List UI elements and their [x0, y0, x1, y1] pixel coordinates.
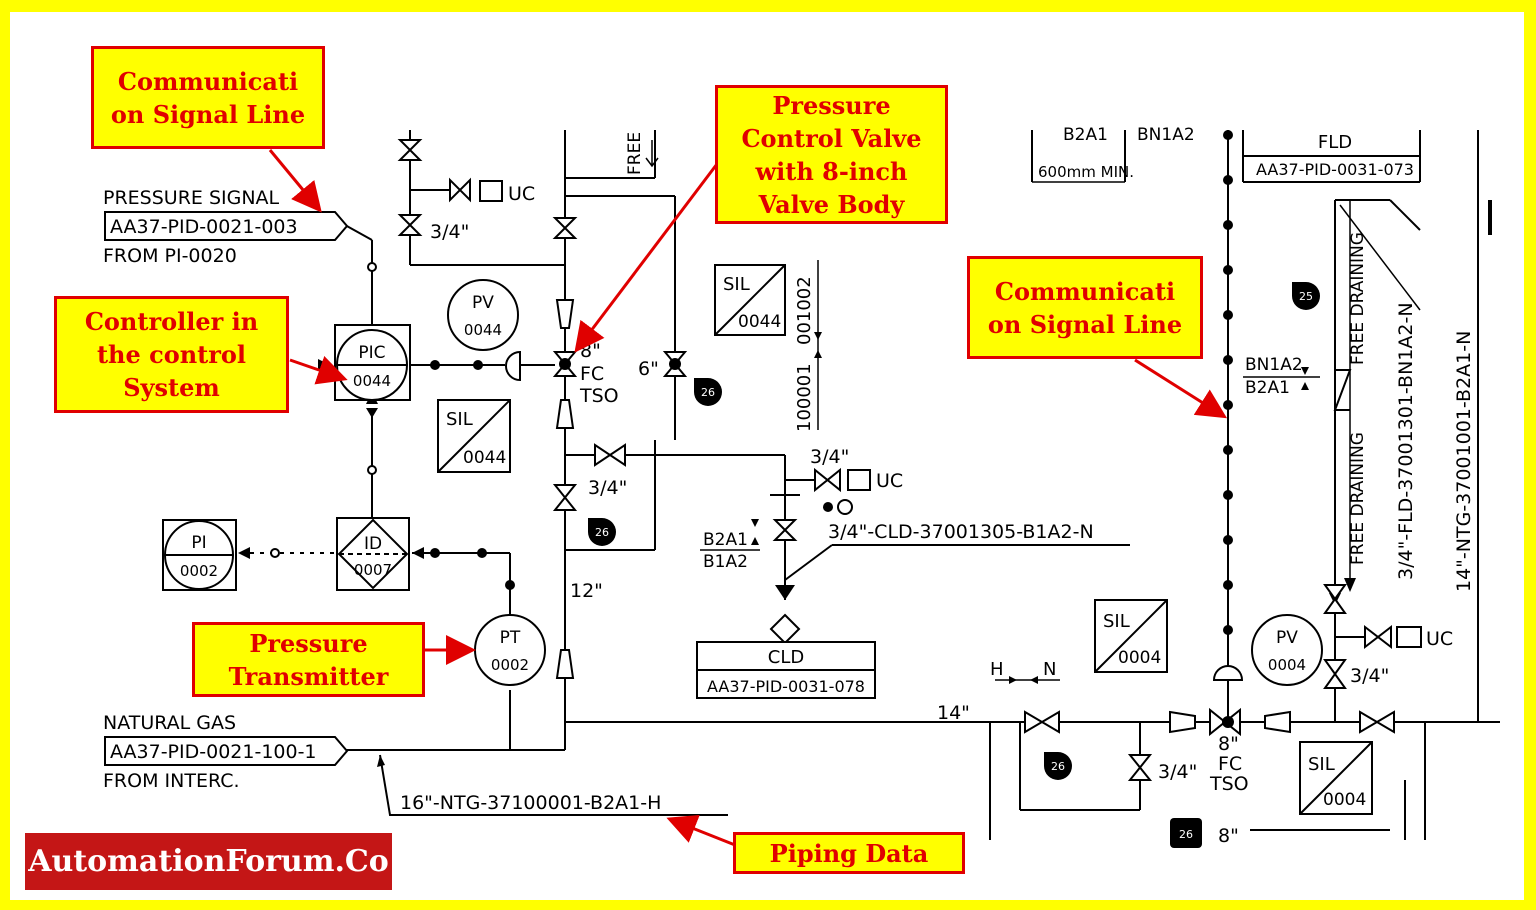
uc-right: UC — [1426, 628, 1453, 650]
line-001002: 001002 — [794, 276, 815, 345]
natural-gas-connector — [104, 736, 349, 766]
note-26-d: 26 — [1179, 828, 1193, 841]
callout-communication-signal-right: Communicati on Signal Line — [967, 256, 1203, 359]
note-25: 25 — [1299, 290, 1313, 303]
cld-spec-bottom: B1A2 — [703, 552, 748, 572]
cld-line: 3/4"-CLD-37001305-B1A2-N — [828, 521, 1094, 543]
spec-top-left: B2A1 — [1063, 125, 1108, 145]
note-26-b: 26 — [595, 526, 609, 539]
natural-gas-from: FROM INTERC. — [103, 770, 240, 792]
sil-bottom-number: 0004 — [1323, 790, 1366, 810]
valve-fc-right: FC — [1218, 753, 1242, 775]
note-26-c: 26 — [1051, 760, 1065, 773]
fld-line: 3/4"-FLD-37001301-BN1A2-N — [1395, 302, 1417, 580]
valve-size-6: 6" — [638, 358, 659, 380]
sil-mid-number: 0044 — [463, 448, 506, 468]
pt-letters: PT — [500, 628, 521, 648]
pi-number: 0002 — [180, 562, 218, 580]
brand-logo: AutomationForum.Co — [25, 833, 392, 890]
sil-bottom-label: SIL — [1308, 754, 1335, 775]
pv-left-letters: PV — [472, 293, 494, 313]
pv-left-number: 0044 — [464, 321, 502, 339]
size-14: 14" — [937, 702, 970, 724]
id-letters: ID — [364, 534, 382, 554]
sil-right-number: 0004 — [1118, 648, 1161, 668]
sil-right-label: SIL — [1103, 611, 1130, 632]
main-line-number: 14"-NTG-37001001-B2A1-N — [1453, 331, 1475, 592]
pv-0044-bubble — [447, 279, 519, 351]
cld-spec-top: B2A1 — [703, 530, 748, 550]
pic-number: 0044 — [353, 372, 391, 390]
valve-tso: TSO — [579, 385, 619, 407]
cld-tag: AA37-PID-0031-078 — [707, 677, 865, 696]
pv-right-letters: PV — [1276, 628, 1298, 648]
pv-right-number: 0004 — [1268, 656, 1306, 674]
spec-mid-bottom: B2A1 — [1245, 378, 1290, 398]
pressure-signal-header: PRESSURE SIGNAL — [103, 187, 280, 209]
spec-h: H — [990, 659, 1004, 680]
free-draining-a: FREE DRAINING — [1348, 232, 1368, 365]
pic-letters: PIC — [358, 343, 385, 363]
callout-controller: Controller in the control System — [54, 296, 289, 413]
size-top-3-4: 3/4" — [430, 221, 469, 243]
callout-pressure-control-valve: Pressure Control Valve with 8-inch Valve… — [715, 85, 948, 224]
sil-top-number: 0044 — [738, 312, 781, 332]
piping-line-number: 16"-NTG-37100001-B2A1-H — [400, 792, 661, 814]
size-8-bottom: 8" — [1218, 825, 1239, 847]
free-draining-b: FREE DRAINING — [1348, 432, 1368, 565]
uc-top: UC — [508, 183, 535, 205]
callout-pressure-transmitter: Pressure Transmitter — [192, 622, 425, 697]
valve-fc: FC — [580, 363, 604, 385]
size-pv-right-3-4: 3/4" — [1350, 665, 1389, 687]
pt-number: 0002 — [491, 656, 529, 674]
spec-n: N — [1043, 659, 1056, 680]
fld-label: FLD — [1318, 132, 1352, 153]
natural-gas-tag: AA37-PID-0021-100-1 — [110, 741, 317, 763]
pressure-signal-from: FROM PI-0020 — [103, 245, 237, 267]
note-26-a: 26 — [701, 386, 715, 399]
size-right-3-4: 3/4" — [810, 446, 849, 468]
pt-0002-bubble — [474, 614, 546, 686]
cld-label: CLD — [768, 647, 804, 668]
spec-top-right: BN1A2 — [1137, 125, 1195, 145]
size-12: 12" — [570, 580, 603, 602]
spec-mid-top: BN1A2 — [1245, 355, 1303, 375]
free-top: FREE — [625, 132, 645, 175]
callout-piping-data: Piping Data — [733, 832, 965, 874]
fld-tag: AA37-PID-0031-073 — [1256, 160, 1414, 179]
id-number: 0007 — [354, 561, 392, 579]
callout-communication-signal-left: Communicati on Signal Line — [91, 46, 325, 149]
valve-tso-right: TSO — [1209, 773, 1249, 795]
uc-mid: UC — [876, 470, 903, 492]
spec-min-dist: 600mm MIN. — [1038, 163, 1134, 181]
pressure-signal-tag: AA37-PID-0021-003 — [110, 216, 298, 238]
size-bottom-3-4: 3/4" — [1158, 761, 1197, 783]
natural-gas-header: NATURAL GAS — [103, 712, 236, 734]
sil-top-label: SIL — [723, 274, 750, 295]
pi-letters: PI — [191, 533, 206, 553]
pv-0004-bubble — [1251, 614, 1323, 686]
sil-mid-label: SIL — [446, 409, 473, 430]
size-mid-3-4: 3/4" — [588, 477, 627, 499]
line-100001: 100001 — [794, 363, 815, 432]
valve-size-8-right: 8" — [1218, 733, 1239, 755]
